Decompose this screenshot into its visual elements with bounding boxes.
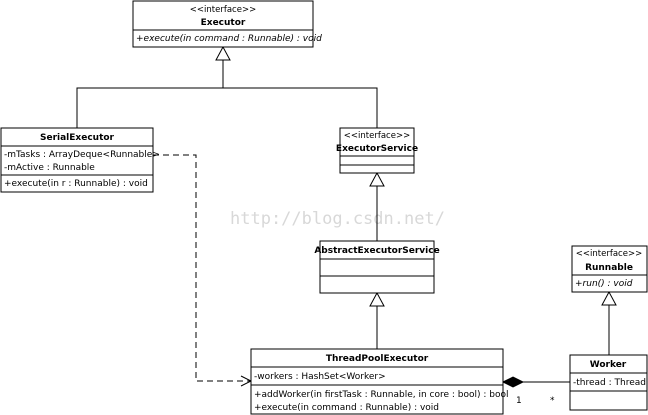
executorservice-stereotype: <<interface>> — [344, 131, 410, 141]
runnable-stereotype: <<interface>> — [576, 249, 642, 259]
class-executorservice: <<interface>> ExecutorService — [336, 127, 418, 174]
worker-attribute-thread: -thread : Thread — [573, 378, 646, 388]
threadpoolexecutor-operation-execute: +execute(in command : Runnable) : void — [254, 403, 439, 413]
executor-stereotype: <<interface>> — [190, 5, 256, 15]
abstractexecutorservice-name: AbstractExecutorService — [314, 246, 439, 256]
serialexecutor-to-executor-edge — [76, 60, 224, 128]
serialexecutor-attribute-mactive: -mActive : Runnable — [4, 163, 95, 173]
executorservice-generalization-arrowhead — [369, 171, 385, 187]
serialexecutor-attribute-mtasks: -mTasks : ArrayDeque<Runnable> — [4, 150, 160, 160]
class-abstractexecutorservice: AbstractExecutorService — [314, 240, 440, 294]
executorservice-name: ExecutorService — [336, 144, 418, 154]
serialexecutor-operation: +execute(in r : Runnable) : void — [4, 179, 148, 189]
watermark-text: http://blog.csdn.net/ — [230, 209, 445, 229]
threadpoolexecutor-attribute-workers: -workers : HashSet<Worker> — [254, 372, 386, 382]
runnable-operation: +run() : void — [575, 279, 633, 289]
runnable-generalization-arrowhead — [601, 290, 617, 306]
threadpoolexecutor-name: ThreadPoolExecutor — [326, 354, 429, 364]
composition-diamond — [501, 376, 525, 388]
executor-operation: +execute(in command : Runnable) : void — [136, 34, 322, 44]
class-threadpoolexecutor: ThreadPoolExecutor -workers : HashSet<Wo… — [250, 348, 509, 415]
executorservice-to-executor-edge — [223, 87, 378, 128]
worker-name: Worker — [590, 360, 627, 370]
runnable-name: Runnable — [585, 263, 633, 273]
threadpoolexecutor-operation-addworker: +addWorker(in firstTask : Runnable, in c… — [254, 390, 509, 400]
class-worker: Worker -thread : Thread — [569, 354, 648, 411]
executor-name: Executor — [201, 18, 246, 28]
serialexecutor-to-threadpoolexecutor-dependency — [153, 154, 251, 382]
class-serialexecutor: SerialExecutor -mTasks : ArrayDeque<Runn… — [0, 127, 160, 193]
multiplicity-part: * — [550, 396, 555, 406]
executor-generalization-arrowhead — [215, 45, 231, 61]
serialexecutor-name: SerialExecutor — [40, 133, 115, 143]
multiplicity-owner: 1 — [516, 396, 522, 406]
class-executor: <<interface>> Executor +execute(in comma… — [132, 0, 322, 48]
abstractexecutorservice-generalization-arrowhead — [369, 291, 385, 307]
class-runnable: <<interface>> Runnable +run() : void — [571, 245, 648, 293]
